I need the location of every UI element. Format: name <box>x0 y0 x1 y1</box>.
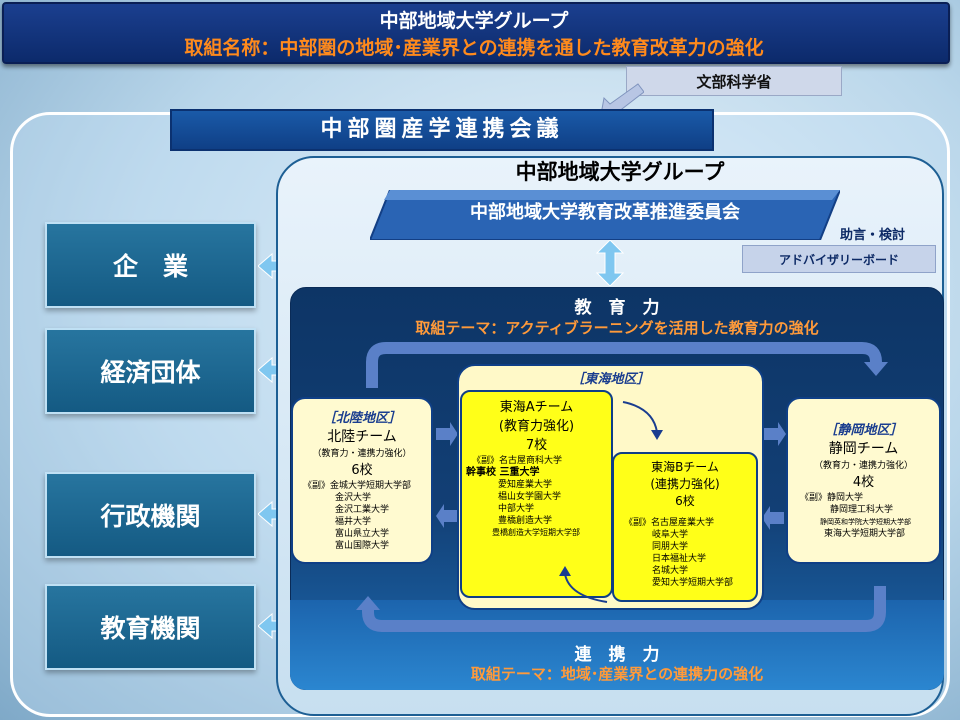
committee-banner-shape <box>370 190 840 240</box>
tokai-cycle-arrows <box>559 401 663 603</box>
list-item: 《副》名古屋産業大学 <box>624 518 715 528</box>
list-item: 富山県立大学 <box>335 529 390 539</box>
stakeholder-economic-orgs: 経済団体 <box>45 328 256 414</box>
stakeholder-education: 教育機関 <box>45 584 256 670</box>
list-item: 《副》金城大学短期大学部 <box>303 481 412 491</box>
team-subtitle: （教育力・連携力強化） <box>312 449 412 459</box>
cycle-arrows <box>356 342 888 632</box>
list-item: 日本福祉大学 <box>652 554 707 564</box>
list-item: 静岡理工科大学 <box>830 505 894 515</box>
list-item: 愛知大学短期大学部 <box>652 578 734 588</box>
team-tokai-b: 東海Bチーム (連携力強化) 6校 《副》名古屋産業大学 岐阜大学 同朋大学 日… <box>612 452 758 602</box>
stakeholder-government: 行政機関 <box>45 472 256 558</box>
initiative-title: 取組名称：中部圏の地域･産業界との連携を通した教育改革力の強化 <box>184 37 764 59</box>
list-item: 豊橋創造大学短期大学部 <box>492 528 580 537</box>
team-tokai-a: 東海Aチーム (教育力強化) 7校 《副》名古屋商科大学 幹事校 三重大学 愛知… <box>460 390 613 598</box>
team-name: 東海Bチーム <box>651 460 719 474</box>
school-count: 7校 <box>525 438 548 453</box>
list-item: 岐阜大学 <box>652 530 689 540</box>
advice-label: 助言・検討 <box>840 228 906 243</box>
school-count: 4校 <box>852 475 875 490</box>
list-item: 《副》名古屋商科大学 <box>472 456 563 466</box>
cooperation-title: 連 携 力 <box>574 645 660 665</box>
stakeholder-enterprise: 企 業 <box>45 222 256 308</box>
group-name-heading: 中部地域大学グループ <box>379 10 569 32</box>
region-shizuoka: ［静岡地区］ 静岡チーム （教育力・連携力強化） 4校 《副》静岡大学 静岡理工… <box>786 397 941 564</box>
list-item: 金沢工業大学 <box>335 505 390 515</box>
education-title: 教 育 力 <box>574 298 660 318</box>
committee-label: 中部地域大学教育改革推進委員会 <box>470 202 740 223</box>
school-count: 6校 <box>675 494 695 508</box>
region-name: ［北陸地区］ <box>322 411 401 426</box>
education-theme: 取組テーマ：アクティブラーニングを活用した教育力の強化 <box>415 319 819 337</box>
list-item: 同朋大学 <box>652 542 689 552</box>
region-hokuriku: ［北陸地区］ 北陸チーム （教育力・連携力強化） 6校 《副》金城大学短期大学部… <box>291 397 433 564</box>
team-name: 静岡チーム <box>828 441 899 457</box>
list-item: 豊橋創造大学 <box>498 516 553 526</box>
list-item: 愛知産業大学 <box>498 480 553 490</box>
team-name: 北陸チーム <box>327 429 397 445</box>
team-subtitle: (教育力強化) <box>498 419 575 434</box>
team-name: 東海Aチーム <box>499 400 574 415</box>
team-subtitle: （教育力・連携力強化） <box>813 461 913 471</box>
list-item: 静岡英和学院大学短期大学部 <box>820 518 911 526</box>
list-item: 椙山女学園大学 <box>498 492 562 502</box>
list-item: 東海大学短期大学部 <box>824 529 906 539</box>
header-banner <box>2 2 950 64</box>
advisory-board: アドバイザリーボード <box>742 245 936 273</box>
group-title: 中部地域大学グループ <box>515 160 725 184</box>
list-item: 富山国際大学 <box>335 541 390 551</box>
cooperation-theme: 取組テーマ：地域･産業界との連携力の強化 <box>470 665 764 683</box>
vertical-double-arrow-icon <box>596 240 624 286</box>
region-name: ［東海地区］ <box>571 372 650 387</box>
list-item: 金沢大学 <box>335 493 372 503</box>
region-name: ［静岡地区］ <box>824 423 903 438</box>
school-count: 6校 <box>351 463 373 478</box>
team-subtitle: (連携力強化) <box>650 477 720 491</box>
cooperation-panel <box>290 600 944 690</box>
list-item: 幹事校 三重大学 <box>466 467 540 478</box>
ministry-box: 文部科学省 <box>626 66 842 96</box>
list-item: 《副》静岡大学 <box>800 493 864 503</box>
list-item: 名城大学 <box>652 566 689 576</box>
list-item: 福井大学 <box>335 517 372 527</box>
list-item: 中部大学 <box>498 504 535 514</box>
council-banner: 中部圏産学連携会議 <box>170 109 714 151</box>
